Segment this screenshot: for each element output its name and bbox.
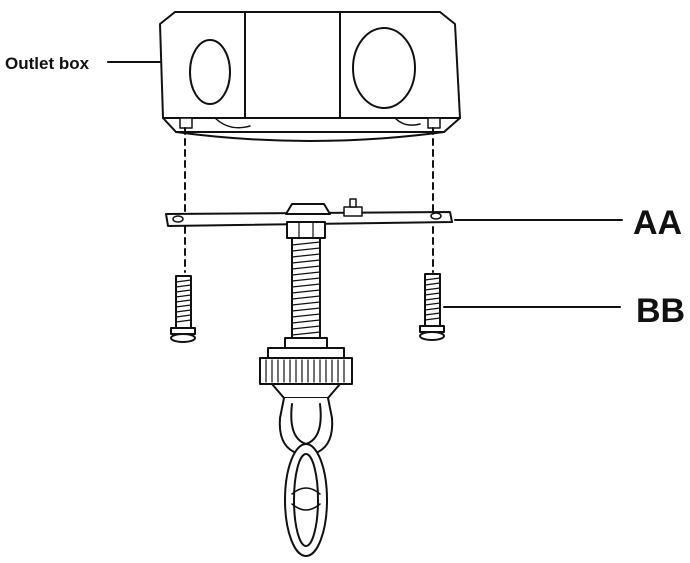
thread-line [424,297,441,301]
thread-line [291,319,321,324]
outlet-box [159,11,461,142]
thread-line [291,325,321,330]
thread-line [291,301,321,306]
thread-line [291,313,321,318]
knockout-hole-right [352,27,416,109]
mounting-bar-label: AA [633,204,682,242]
thread-line [291,259,321,264]
thread-line [291,253,321,258]
thread-line [291,283,321,288]
threaded-nipple [284,203,331,349]
thread-line [291,295,321,300]
thread-line [291,271,321,276]
thread-line [175,279,192,283]
thread-line [291,265,321,270]
thread-line [175,294,192,298]
thread-line [424,287,441,291]
thread-line [291,331,321,336]
mounting-screw-label: BB [636,292,685,330]
swivel-nut [259,347,353,399]
thread-line [424,302,441,306]
thread-line [175,314,192,318]
thread-line [175,284,192,288]
thread-line [291,289,321,294]
thread-line [424,307,441,311]
thread-line [291,247,321,252]
lock-nut [286,221,326,239]
thread-line [175,304,192,308]
thread-line [291,277,321,282]
ground-screw [343,206,363,217]
thread-line [175,319,192,323]
thread-line [424,277,441,281]
thread-line [175,289,192,293]
thread-line [424,312,441,316]
thread-line [424,282,441,286]
mounting-screw-left [170,275,196,343]
thread-line [291,241,321,246]
thread-line [175,309,192,313]
swivel-hook [278,397,334,557]
thread-line [424,292,441,296]
mounting-screw-right [419,273,445,341]
thread-line [424,317,441,321]
thread-line [175,299,192,303]
knockout-hole-left [189,39,231,105]
outlet-box-label: Outlet box [5,54,90,73]
mounting-bar [165,198,453,227]
thread-line [291,307,321,312]
